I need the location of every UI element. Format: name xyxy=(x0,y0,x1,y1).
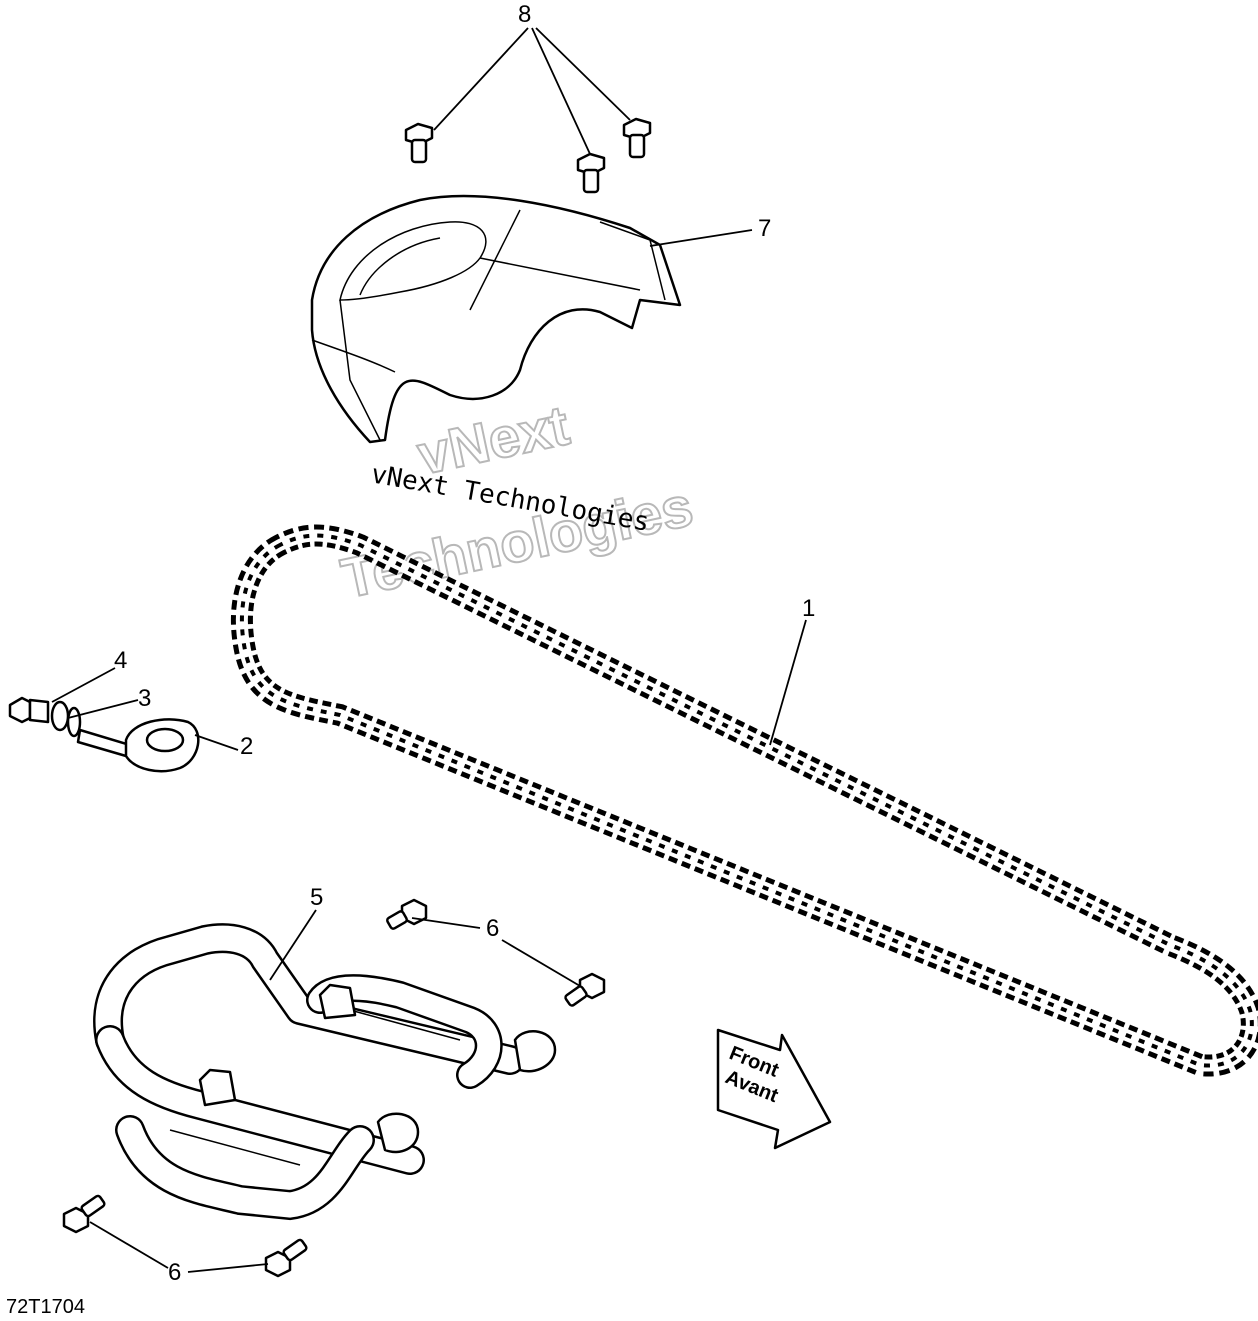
drive-chain xyxy=(231,524,1258,1077)
callout-6-upper: 6 xyxy=(486,915,499,942)
bolt-top-middle xyxy=(576,152,606,194)
callout-8: 8 xyxy=(518,1,531,28)
callout-labels: 8 7 1 4 3 2 5 6 6 xyxy=(114,1,815,1286)
bolt-bracket-right xyxy=(564,972,606,1007)
callout-6-lower: 6 xyxy=(168,1259,181,1286)
bolt-bracket-lower-right xyxy=(264,1238,308,1278)
callout-2: 2 xyxy=(240,733,253,760)
leader-lines xyxy=(51,27,807,1273)
bolt-bracket-lower-left xyxy=(62,1194,106,1234)
callout-7: 7 xyxy=(758,215,771,242)
callout-5: 5 xyxy=(310,884,323,911)
callout-3: 3 xyxy=(138,685,151,712)
callout-4: 4 xyxy=(114,647,127,674)
callout-1: 1 xyxy=(802,595,815,622)
footrest-bracket xyxy=(93,923,557,1221)
chain-tensioner-assembly xyxy=(8,696,200,773)
front-direction-arrow: Front Avant xyxy=(716,1028,832,1150)
bolt-top-right xyxy=(622,117,652,159)
chain-guard-cover xyxy=(310,194,682,444)
bolt-top-left xyxy=(404,122,434,164)
bolt-bracket-upper xyxy=(386,898,428,930)
drawing-id: 72T1704 xyxy=(6,1296,85,1318)
